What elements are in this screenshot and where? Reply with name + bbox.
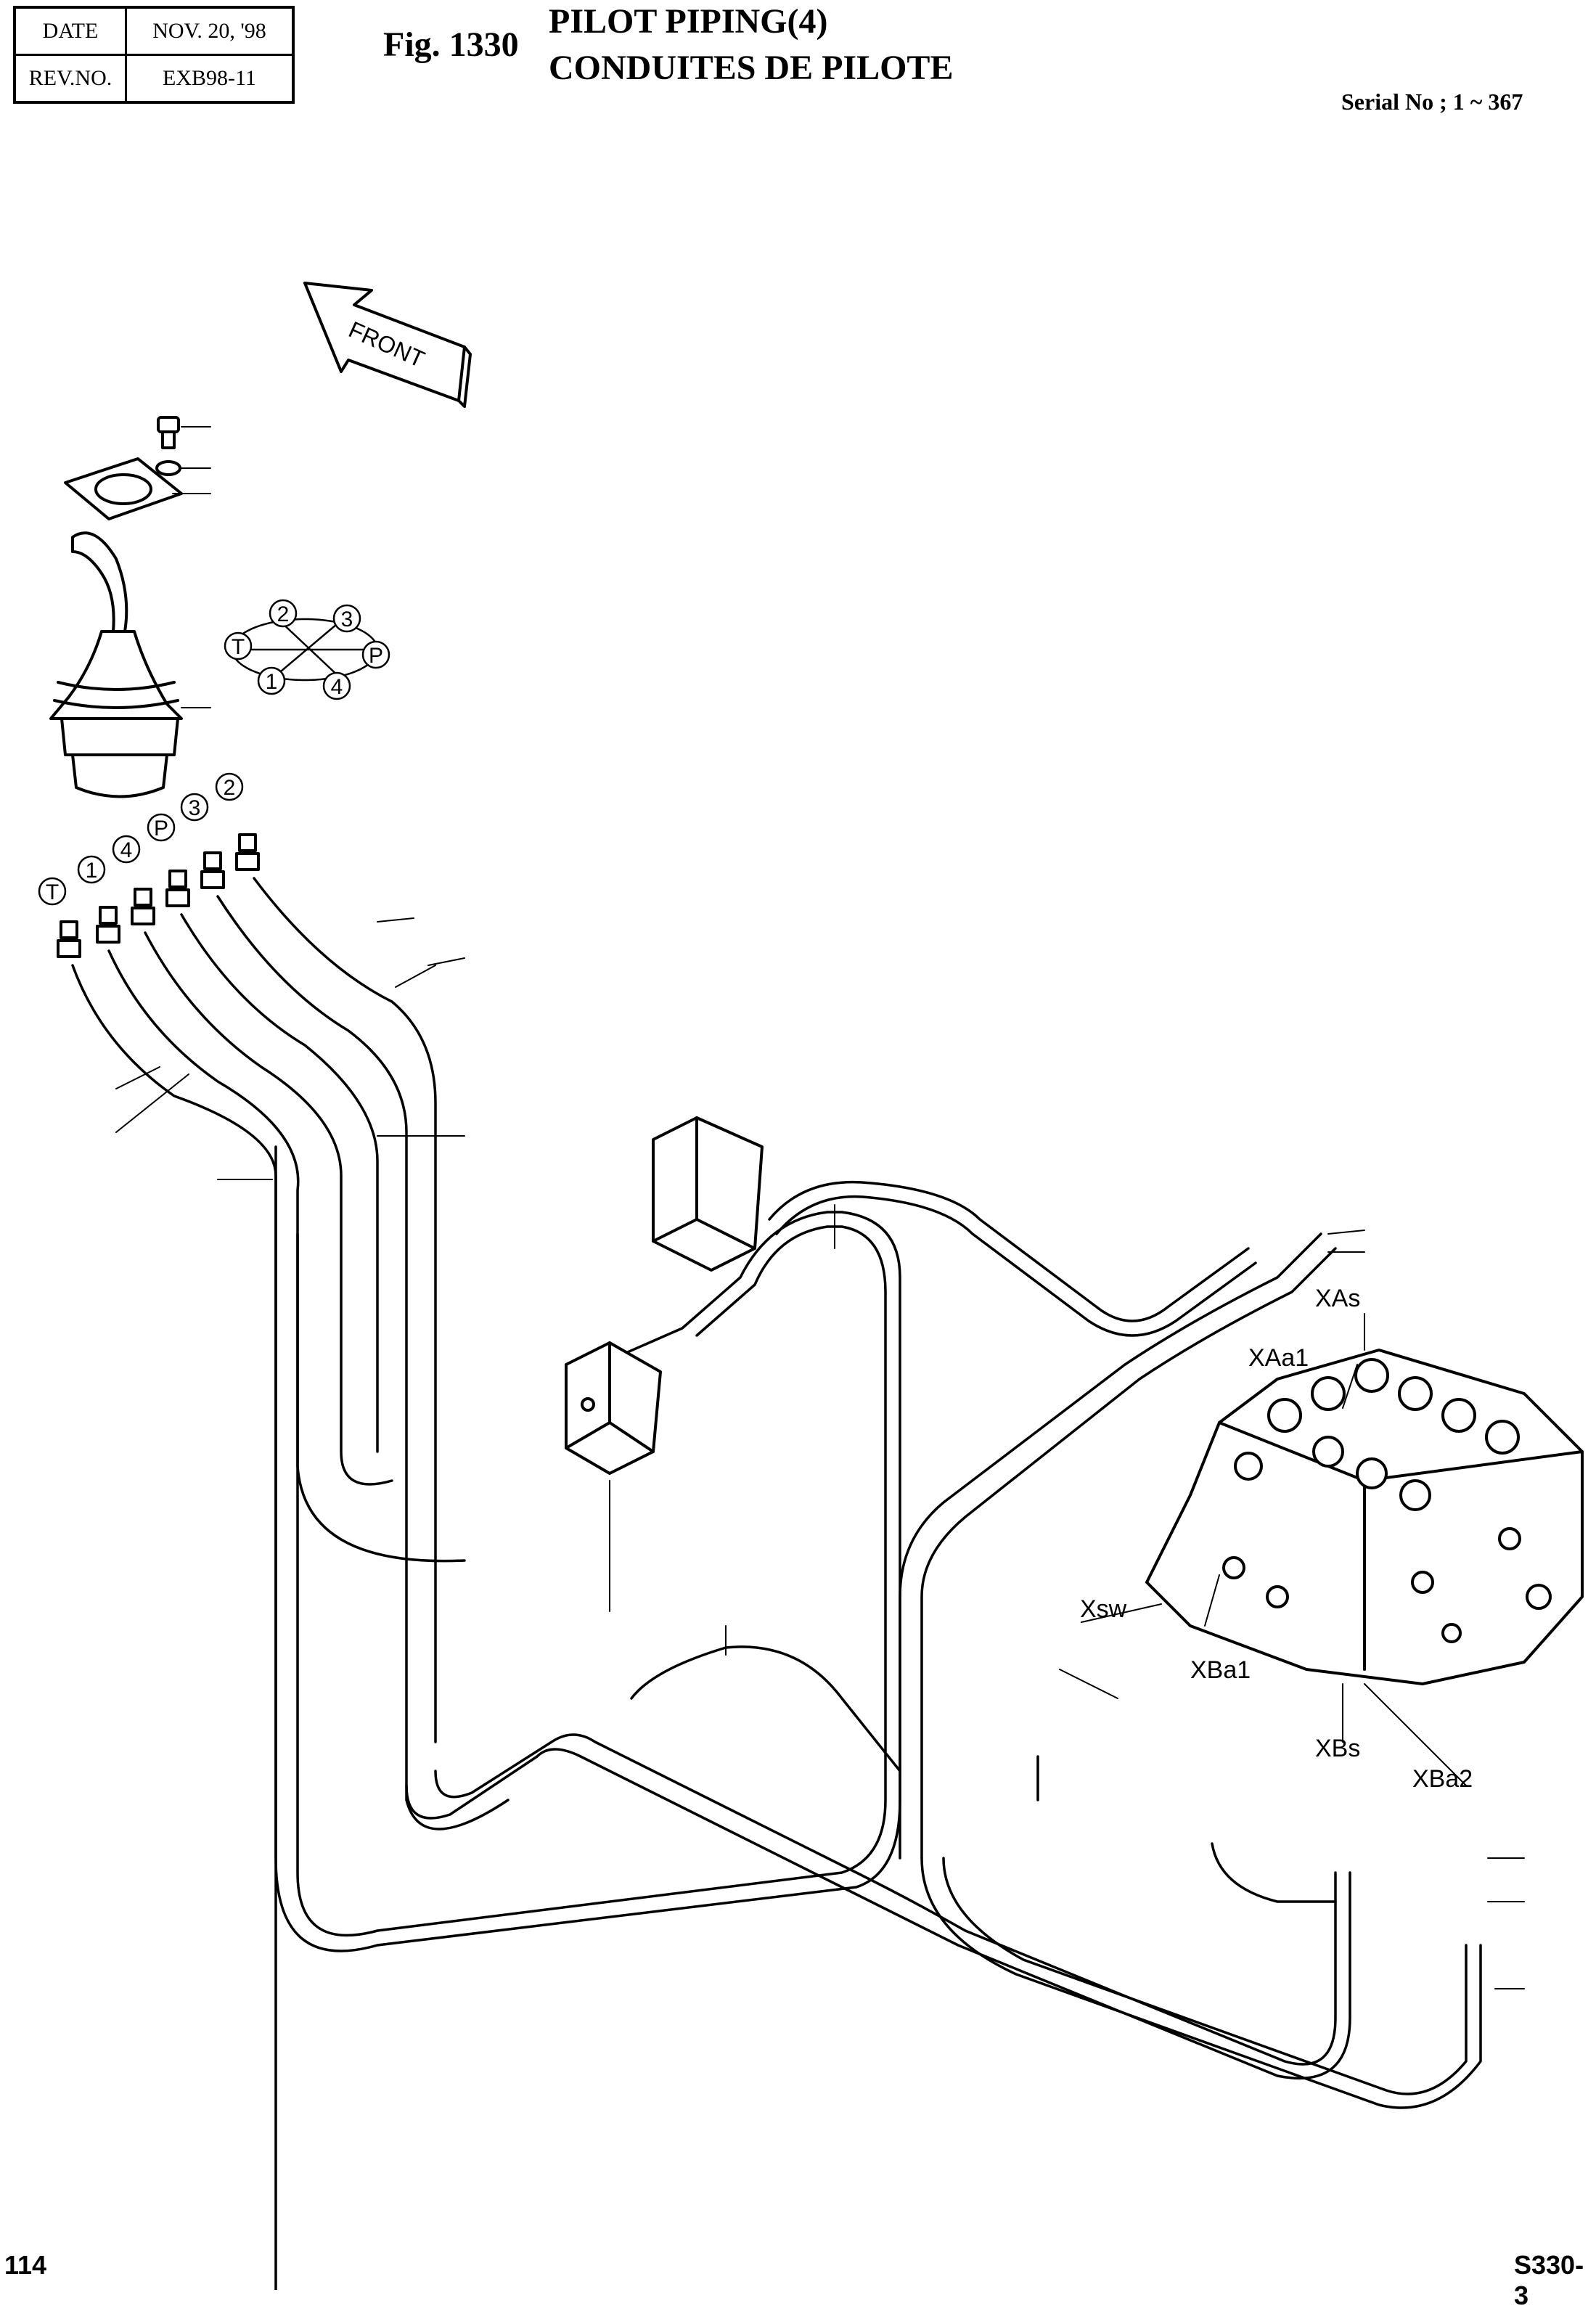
port-xas: XAs: [1315, 1285, 1360, 1312]
title-english: PILOT PIPING(4): [549, 2, 828, 41]
manifold-block-upper: [652, 1116, 764, 1272]
bolt-icon: [157, 416, 180, 449]
figure-number: Fig. 1330: [383, 25, 519, 64]
port-label-3: 3: [341, 608, 353, 631]
rev-value: EXB98-11: [125, 54, 295, 104]
port-xaa1: XAa1: [1248, 1344, 1309, 1372]
port-label-2: 2: [277, 602, 290, 626]
control-valve-icon: [1145, 1349, 1584, 1685]
revision-info-table: DATE NOV. 20, '98 REV.NO. EXB98-11: [13, 6, 295, 104]
fittings-row: [57, 833, 260, 958]
row-label-t: T: [46, 880, 59, 904]
port-label-t: T: [232, 635, 245, 659]
port-label-1: 1: [266, 670, 278, 694]
port-xsw: Xsw: [1080, 1595, 1127, 1623]
row-label-2: 2: [224, 776, 236, 800]
port-labels-row: T 1 4 P 3 2: [38, 772, 244, 906]
page-number: 114: [4, 2250, 47, 2280]
joystick-icon: [49, 531, 211, 798]
title-french: CONDUITES DE PILOTE: [549, 49, 954, 87]
port-label-p: P: [369, 644, 383, 668]
row-label-1: 1: [86, 859, 98, 883]
serial-range: Serial No ; 1 ~ 367: [1341, 89, 1523, 115]
port-label-4: 4: [331, 675, 343, 699]
port-labels-top: 2 3 T P 1 4: [224, 599, 390, 700]
manifold-block-lower: [565, 1341, 662, 1475]
port-xbs: XBs: [1315, 1735, 1360, 1762]
date-value: NOV. 20, '98: [125, 6, 295, 56]
port-xba1: XBa1: [1190, 1656, 1251, 1684]
row-label-p: P: [154, 817, 168, 840]
front-arrow-icon: [303, 282, 472, 408]
row-label-3: 3: [189, 796, 201, 820]
rev-label: REV.NO.: [13, 54, 127, 104]
washer-icon: [155, 460, 181, 476]
row-label-4: 4: [120, 838, 133, 862]
pilot-hoses: [71, 877, 1482, 2290]
port-xba2: XBa2: [1412, 1765, 1473, 1793]
valve-port-labels: XAs XAa1 Xsw XBa1 XBs XBa2: [1080, 1285, 1473, 1793]
leader-lines: [115, 917, 1525, 1989]
model-code: S330-3: [1514, 2250, 1584, 2310]
date-label: DATE: [13, 6, 127, 56]
